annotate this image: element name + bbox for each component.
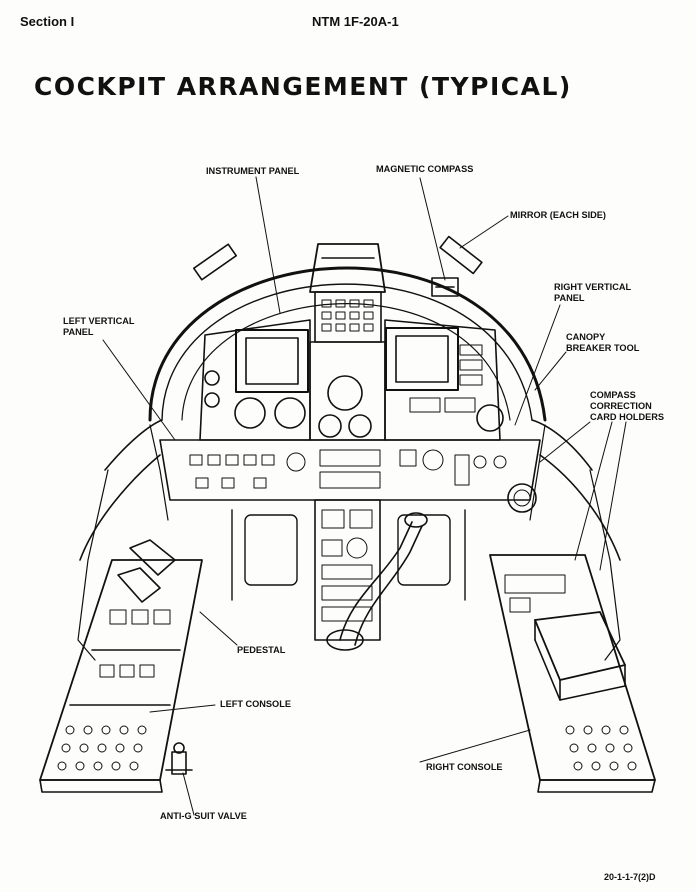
side-structure [77,424,621,661]
callout-canopy-breaker-tool: CANOPY BREAKER TOOL [566,332,639,354]
callout-pedestal: PEDESTAL [237,645,286,655]
callout-canopy-breaker-tool-line2: BREAKER TOOL [566,343,640,353]
callout-compass-card-holders-line3: CARD HOLDERS [590,412,665,422]
callout-compass-card-holders: COMPASS CORRECTION CARD HOLDERS [590,390,664,423]
callout-left-vertical-panel-line1: LEFT VERTICAL [63,316,135,326]
callout-instrument-panel: INSTRUMENT PANEL [206,166,300,176]
callout-compass-card-holders-line2: CORRECTION [590,401,652,411]
callout-left-console: LEFT CONSOLE [220,699,291,709]
figure-number: 20-1-1-7(2)D [604,872,656,882]
callout-right-vertical-panel: RIGHT VERTICAL PANEL [554,282,631,304]
callout-compass-card-holders-line1: COMPASS [590,390,636,400]
callout-right-console: RIGHT CONSOLE [426,762,503,772]
anti-g-suit-valve [165,742,193,775]
callout-left-vertical-panel: LEFT VERTICAL PANEL [63,316,134,338]
callout-mirror: MIRROR (EACH SIDE) [510,210,606,220]
callout-right-vertical-panel-line2: PANEL [554,293,585,303]
right-console [489,554,656,793]
callout-magnetic-compass: MAGNETIC COMPASS [376,164,474,174]
instrument-panel [199,319,504,441]
mirror-left [192,243,238,281]
leader-lines [102,176,627,816]
mirror-right [439,235,483,275]
left-console [39,539,203,793]
page-title: COCKPIT ARRANGEMENT (TYPICAL) [34,72,572,101]
pedestal [314,499,381,641]
document-number: NTM 1F-20A-1 [312,14,399,29]
control-stick [326,512,428,651]
callout-anti-g-suit-valve: ANTI-G SUIT VALVE [160,811,247,821]
lower-panel [159,439,541,513]
callout-canopy-breaker-tool-line1: CANOPY [566,332,606,342]
canopy-frame [79,266,621,561]
section-header: Section I [20,14,75,29]
hud [309,243,386,343]
callout-left-vertical-panel-line2: PANEL [63,327,94,337]
rudder-pedals [231,509,466,601]
callout-right-vertical-panel-line1: RIGHT VERTICAL [554,282,632,292]
